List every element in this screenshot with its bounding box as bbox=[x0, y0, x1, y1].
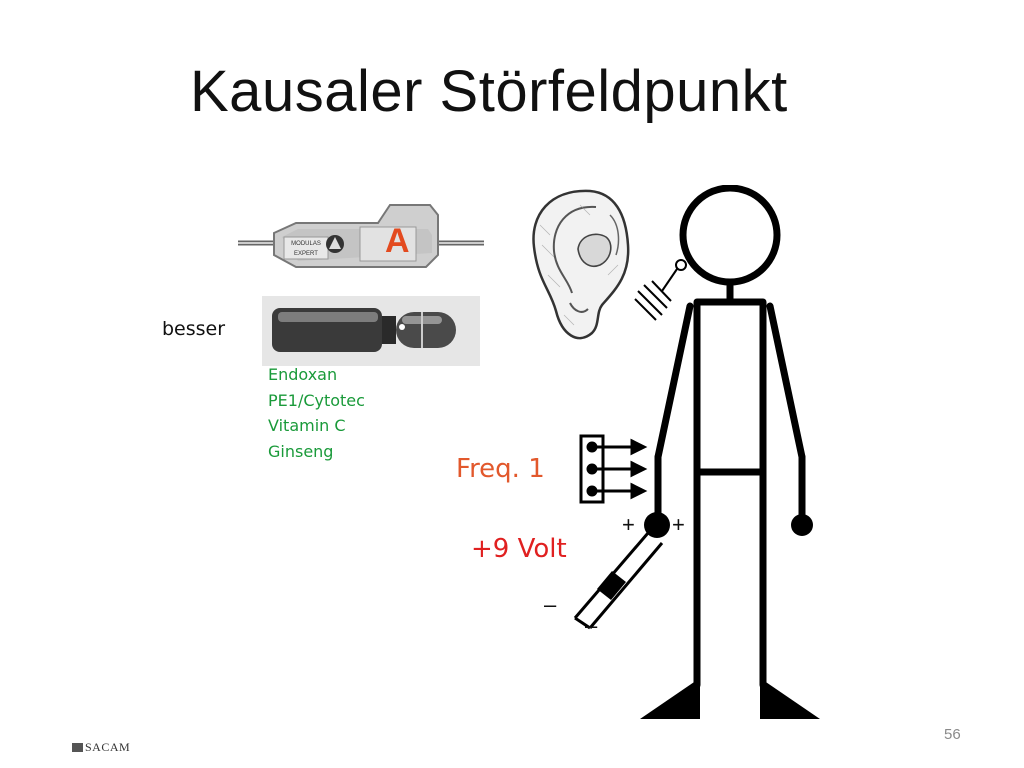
measurement-point bbox=[675, 259, 687, 271]
left-foot bbox=[640, 678, 700, 719]
left-hand-electrode bbox=[644, 512, 670, 538]
probe-electrode bbox=[573, 532, 664, 630]
voltage-label: +9 Volt bbox=[471, 534, 567, 564]
substance-list: Endoxan PE1/Cytotec Vitamin C Ginseng bbox=[268, 362, 365, 464]
minus-sign-upper: – bbox=[544, 592, 557, 617]
substance-item: Vitamin C bbox=[268, 416, 346, 435]
slide-title: Kausaler Störfeldpunkt bbox=[190, 59, 788, 124]
svg-text:EXPERT: EXPERT bbox=[294, 251, 318, 257]
ground-symbol bbox=[634, 280, 672, 321]
minus-sign-lower: – bbox=[585, 613, 598, 638]
page-number: 56 bbox=[944, 726, 961, 743]
head-circle bbox=[679, 185, 781, 286]
logo-square-icon bbox=[72, 743, 83, 752]
plus-sign-right: + bbox=[672, 512, 685, 537]
stick-figure bbox=[573, 185, 820, 719]
frequency-connector bbox=[579, 434, 648, 504]
substance-item: PE1/Cytotec bbox=[268, 390, 365, 410]
substance-item: Endoxan bbox=[268, 365, 338, 384]
plus-sign-left: + bbox=[622, 512, 635, 537]
right-hand bbox=[791, 514, 813, 536]
torso bbox=[693, 298, 767, 476]
frequency-label: Freq. 1 bbox=[456, 454, 545, 484]
ear-illustration bbox=[532, 189, 630, 340]
sacam-logo: SACAM bbox=[72, 740, 130, 755]
substance-item: Ginseng bbox=[268, 441, 334, 461]
device-brand-text: MODULAS bbox=[291, 241, 321, 247]
left-arm bbox=[654, 302, 694, 461]
modulas-device-image: MODULAS EXPERT bbox=[238, 204, 484, 268]
better-label: besser bbox=[162, 318, 226, 340]
device-mode-letter: A bbox=[385, 222, 410, 260]
ampoule-image bbox=[262, 296, 480, 366]
right-arm bbox=[766, 302, 806, 461]
right-foot bbox=[760, 678, 820, 719]
